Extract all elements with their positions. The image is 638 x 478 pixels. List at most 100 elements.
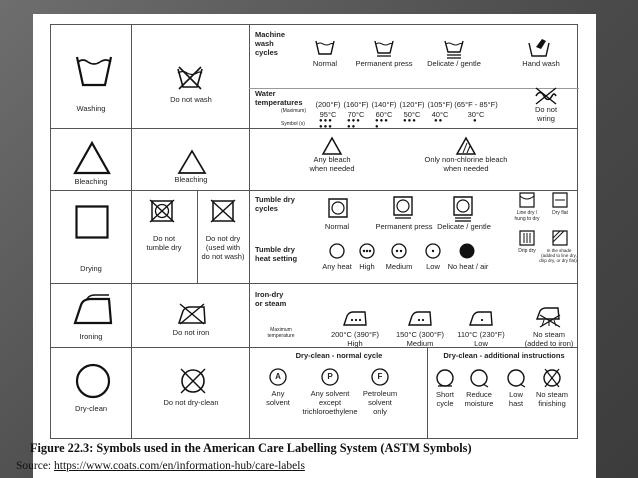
iron-no-steam-label-2: (added to iron) (524, 339, 574, 348)
except-tce-label-1: Any solvent (310, 389, 350, 398)
iron-no-steam-label-1: No steam (532, 330, 566, 339)
dry-clean-any-solvent-icon (269, 368, 287, 386)
do-not-iron-icon (177, 303, 207, 325)
dry-flat-label: Dry flat (552, 210, 568, 216)
any-heat-icon (329, 243, 345, 259)
high-heat-icon (359, 243, 375, 259)
heat-medium-label: Medium (385, 262, 413, 271)
tumble-dry-cycles-header-2: cycles (255, 204, 278, 213)
short-cycle-label-2: cycle (436, 399, 454, 408)
heat-none-label: No heat / air (447, 262, 489, 271)
wash-cycle-permanent-press-label: Permanent press (355, 59, 413, 68)
dry-clean-petroleum-icon (371, 368, 389, 386)
temp-f-140: (140°F) (371, 100, 397, 109)
temp-dots-50: ●●● (403, 118, 417, 124)
washing-tub-icon (75, 53, 113, 87)
tumble-delicate-icon (453, 196, 473, 222)
dry-in-shade-label-1: In the shade (546, 248, 572, 253)
tumble-cycle-permanent-press-label: Permanent press (375, 222, 433, 231)
non-chlorine-bleach-label-2: when needed (443, 164, 489, 173)
line-dry-label-1: Line dry / (516, 210, 538, 216)
temp-f-65-85: (65°F - 85°F) (454, 100, 498, 109)
line-dry-icon (519, 192, 535, 208)
iron-no-steam-icon (536, 305, 562, 327)
do-not-dry-label-1: Do not dry (205, 234, 241, 243)
do-not-dry-clean-label: Do not dry-clean (163, 398, 219, 407)
drying-square-icon (75, 205, 109, 239)
except-tce-label-3: trichloroethylene (302, 407, 358, 416)
dry-clean-additional-header: Dry-clean - additional instructions (443, 351, 565, 360)
row-label-ironing: Ironing (79, 332, 103, 341)
iron-medium-temp-label: 150°C (300°F) (395, 330, 445, 339)
source-link[interactable]: https://www.coats.com/en/information-hub… (54, 460, 305, 472)
dry-clean-except-tce-icon (321, 368, 339, 386)
iron-header-1: Iron-dry (255, 290, 284, 299)
wash-normal-icon (315, 39, 335, 55)
dry-clean-letter-f: F (377, 372, 383, 381)
temp-dots-40: ●● (434, 118, 444, 124)
temp-c-60: 60°C (375, 110, 393, 119)
drip-dry-label: Drip dry (518, 248, 536, 254)
do-not-bleach-triangle-icon (177, 149, 207, 175)
do-not-tumble-dry-label-2: tumble dry (146, 243, 182, 252)
dry-clean-letter-a: A (275, 372, 281, 381)
do-not-tumble-dry-label-1: Do not (152, 234, 176, 243)
temp-dots-30: ● (473, 118, 478, 124)
wash-delicate-icon (444, 39, 464, 61)
machine-wash-header-2: wash (255, 39, 274, 48)
dry-clean-letter-p: P (327, 372, 333, 381)
except-tce-label-2: except (318, 398, 342, 407)
tumble-cycle-delicate-label: Delicate / gentle (437, 222, 491, 231)
drip-dry-icon (519, 230, 535, 246)
source-label: Source: (16, 460, 52, 472)
iron-low-icon (469, 309, 493, 327)
no-steam-finishing-label-2: finishing (538, 399, 566, 408)
care-symbols-table: Washing Do not wash Machine wash cycles … (50, 24, 579, 439)
temp-c-40: 40°C (431, 110, 449, 119)
temp-c-95: 95°C (319, 110, 337, 119)
reduce-moisture-icon (469, 368, 489, 388)
line-dry-label-2: hung to dry (514, 216, 540, 222)
do-not-wash-icon (175, 65, 205, 89)
petroleum-label-3: only (373, 407, 387, 416)
temp-f-120: (120°F) (399, 100, 425, 109)
no-heat-air-icon (459, 243, 475, 259)
petroleum-label-2: solvent (368, 398, 392, 407)
iron-max-label-2: temperature (267, 333, 295, 339)
medium-heat-icon (391, 243, 407, 259)
tumble-cycle-normal-label: Normal (324, 222, 350, 231)
dry-clean-circle-icon (75, 363, 111, 399)
row-label-drying: Drying (80, 264, 102, 273)
temp-dots-70: ●●● ●● (347, 118, 361, 130)
tumble-heat-header-2: heat setting (255, 254, 298, 263)
machine-wash-header-3: cycles (255, 48, 278, 57)
iron-high-temp-label: 200°C (390°F) (330, 330, 380, 339)
iron-high-icon (343, 309, 367, 327)
do-not-bleach-label: Bleaching (174, 175, 208, 184)
temp-dots-60: ●●● ● (375, 118, 389, 130)
temp-f-105: (105°F) (427, 100, 453, 109)
water-temp-symbol-label: Symbol (s) (281, 121, 305, 127)
heat-any-label: Any heat (322, 262, 352, 271)
iron-high-level-label: High (347, 339, 363, 348)
water-temp-header-1: Water (255, 89, 276, 98)
tumble-heat-header-1: Tumble dry (255, 245, 295, 254)
dry-in-shade-icon (552, 230, 568, 246)
iron-low-level-label: Low (474, 339, 488, 348)
low-heat-dry-clean-icon (506, 368, 526, 388)
wash-cycle-normal-label: Normal (312, 59, 338, 68)
short-cycle-icon (435, 368, 455, 388)
do-not-wash-label: Do not wash (170, 95, 212, 104)
tumble-permanent-press-icon (393, 196, 413, 220)
temp-c-70: 70°C (347, 110, 365, 119)
any-bleach-label-2: when needed (309, 164, 355, 173)
do-not-iron-label: Do not iron (172, 328, 210, 337)
iron-low-temp-label: 110°C (230°F) (457, 330, 505, 339)
low-heat-dry-clean-label-2: hast (508, 399, 524, 408)
any-bleach-icon (322, 137, 342, 155)
wash-cycle-delicate-label: Delicate / gentle (427, 59, 481, 68)
dry-flat-icon (552, 192, 568, 208)
tumble-normal-icon (328, 198, 348, 218)
any-solvent-label-1: Any (271, 389, 285, 398)
bleaching-triangle-icon (73, 141, 111, 175)
